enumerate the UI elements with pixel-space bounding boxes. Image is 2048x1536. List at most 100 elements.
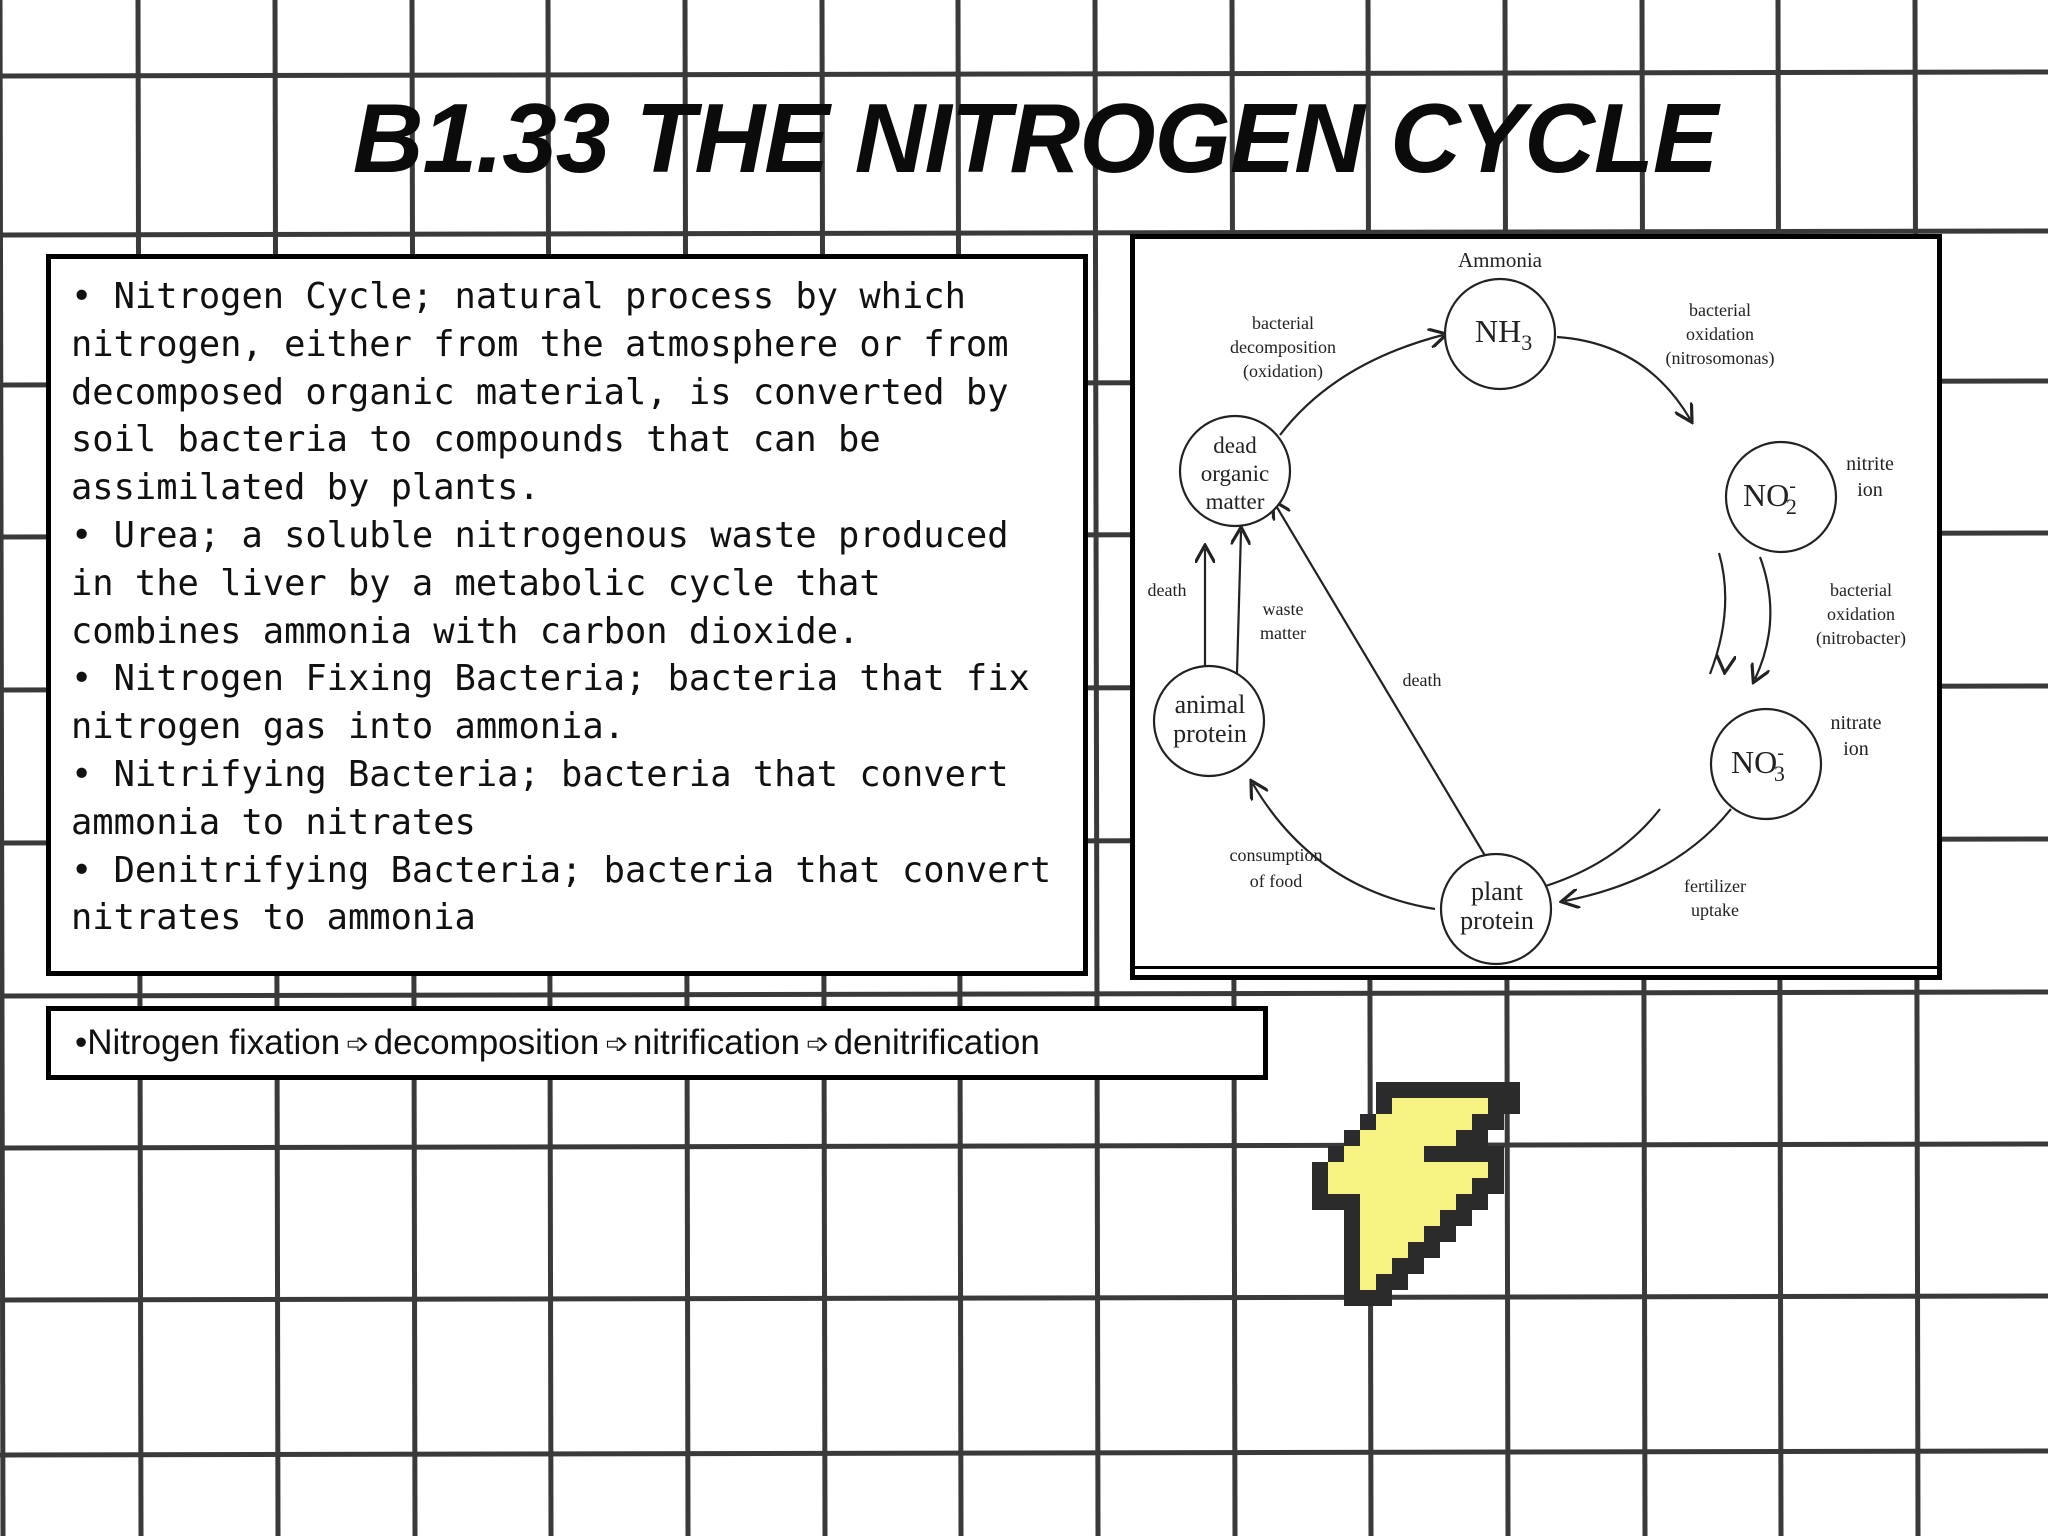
bolt-pixel xyxy=(1344,1146,1360,1162)
node-no2 xyxy=(1724,440,1838,554)
arrow-nh3-to-no2 xyxy=(1556,335,1690,419)
bolt-pixel xyxy=(1440,1226,1456,1242)
bolt-pixel xyxy=(1424,1210,1440,1226)
bolt-pixel xyxy=(1360,1130,1376,1146)
bolt-pixel xyxy=(1376,1178,1392,1194)
arrow-dead-to-nh3 xyxy=(1279,335,1443,436)
node-no2-label: NO-2 xyxy=(1743,475,1797,519)
bolt-pixel xyxy=(1440,1082,1456,1098)
grid-line xyxy=(0,989,2048,999)
bolt-pixel xyxy=(1392,1194,1408,1210)
process-sequence-box: •Nitrogen fixation ➩ decomposition ➩ nit… xyxy=(46,1006,1268,1080)
bolt-pixel xyxy=(1392,1162,1408,1178)
bolt-pixel xyxy=(1424,1226,1440,1242)
grid-line xyxy=(0,1448,2048,1458)
bolt-pixel xyxy=(1440,1114,1456,1130)
bolt-pixel xyxy=(1456,1194,1472,1210)
arrow-no2-to-no3 xyxy=(1708,552,1727,675)
bolt-pixel xyxy=(1424,1178,1440,1194)
bolt-pixel xyxy=(1424,1242,1440,1258)
bolt-pixel xyxy=(1456,1114,1472,1130)
arrow-plant-to-dead xyxy=(1275,504,1491,865)
bolt-pixel xyxy=(1344,1194,1360,1210)
definition-nitrogen-fixing-bacteria: • Nitrogen Fixing Bacteria; bacteria tha… xyxy=(71,658,1030,748)
bolt-pixel xyxy=(1376,1082,1392,1098)
grid-line xyxy=(0,228,2048,238)
bolt-pixel xyxy=(1472,1098,1488,1114)
arrow-animal-to-dead-2 xyxy=(1237,531,1241,674)
grid-line xyxy=(0,1141,2048,1151)
bolt-pixel xyxy=(1376,1146,1392,1162)
bolt-pixel xyxy=(1472,1130,1488,1146)
bolt-pixel xyxy=(1376,1290,1392,1306)
bolt-pixel xyxy=(1408,1210,1424,1226)
bolt-pixel xyxy=(1344,1242,1360,1258)
bolt-pixel xyxy=(1472,1162,1488,1178)
bolt-pixel xyxy=(1424,1162,1440,1178)
node-animal xyxy=(1152,664,1266,778)
label-death-left: death xyxy=(1148,580,1187,600)
arrow-no2-no3-curve xyxy=(1755,556,1772,679)
bolt-pixel xyxy=(1472,1114,1488,1130)
bolt-pixel xyxy=(1344,1162,1360,1178)
definition-urea: • Urea; a soluble nitrogenous waste prod… xyxy=(71,514,1009,652)
bolt-pixel xyxy=(1392,1082,1408,1098)
process-step-fixation: •Nitrogen fixation xyxy=(75,1023,341,1062)
bolt-pixel xyxy=(1392,1242,1408,1258)
arrow-plant-to-animal xyxy=(1253,784,1436,911)
bolt-pixel xyxy=(1440,1210,1456,1226)
bolt-pixel xyxy=(1440,1146,1456,1162)
bolt-pixel xyxy=(1344,1290,1360,1306)
process-arrow-icon: ➩ xyxy=(605,1027,629,1059)
bolt-pixel xyxy=(1488,1082,1504,1098)
bolt-pixel xyxy=(1376,1194,1392,1210)
definition-denitrifying-bacteria: • Denitrifying Bacteria; bacteria that c… xyxy=(71,849,1052,939)
process-step-nitrification: nitrification xyxy=(632,1023,801,1062)
bolt-pixel xyxy=(1360,1178,1376,1194)
bolt-pixel xyxy=(1360,1290,1376,1306)
node-nh3-label: NH3 xyxy=(1475,313,1532,355)
bolt-pixel xyxy=(1392,1258,1408,1274)
bolt-pixel xyxy=(1440,1130,1456,1146)
label-death-diagonal: death xyxy=(1403,670,1442,690)
node-dead xyxy=(1178,414,1292,528)
bolt-pixel xyxy=(1312,1194,1328,1210)
node-plant xyxy=(1439,852,1553,966)
bolt-pixel xyxy=(1376,1098,1392,1114)
bolt-pixel xyxy=(1344,1210,1360,1226)
bolt-pixel xyxy=(1424,1098,1440,1114)
bolt-pixel xyxy=(1424,1082,1440,1098)
process-arrow-icon: ➩ xyxy=(806,1027,830,1059)
bolt-pixel xyxy=(1488,1162,1504,1178)
bolt-pixel xyxy=(1408,1114,1424,1130)
bolt-pixel xyxy=(1344,1226,1360,1242)
bolt-pixel xyxy=(1408,1258,1424,1274)
bolt-pixel xyxy=(1392,1098,1408,1114)
bolt-pixel xyxy=(1456,1162,1472,1178)
bolt-pixel xyxy=(1440,1178,1456,1194)
diagram-bottom-rule xyxy=(1135,966,1937,969)
bolt-pixel xyxy=(1344,1130,1360,1146)
bolt-pixel xyxy=(1376,1210,1392,1226)
label-ammonia: Ammonia xyxy=(1458,248,1543,272)
bolt-pixel xyxy=(1456,1098,1472,1114)
bolt-pixel xyxy=(1456,1210,1472,1226)
lightning-bolt-icon xyxy=(1312,1082,1520,1306)
bolt-pixel xyxy=(1376,1130,1392,1146)
bolt-pixel xyxy=(1408,1162,1424,1178)
definition-nitrogen-cycle: • Nitrogen Cycle; natural process by whi… xyxy=(71,276,1009,509)
bolt-pixel xyxy=(1456,1146,1472,1162)
bolt-pixel xyxy=(1392,1178,1408,1194)
bolt-pixel xyxy=(1408,1082,1424,1098)
process-step-denitrification: denitrification xyxy=(833,1023,1040,1062)
bolt-pixel xyxy=(1488,1146,1504,1162)
node-no3 xyxy=(1709,707,1823,821)
bolt-pixel xyxy=(1488,1114,1504,1130)
